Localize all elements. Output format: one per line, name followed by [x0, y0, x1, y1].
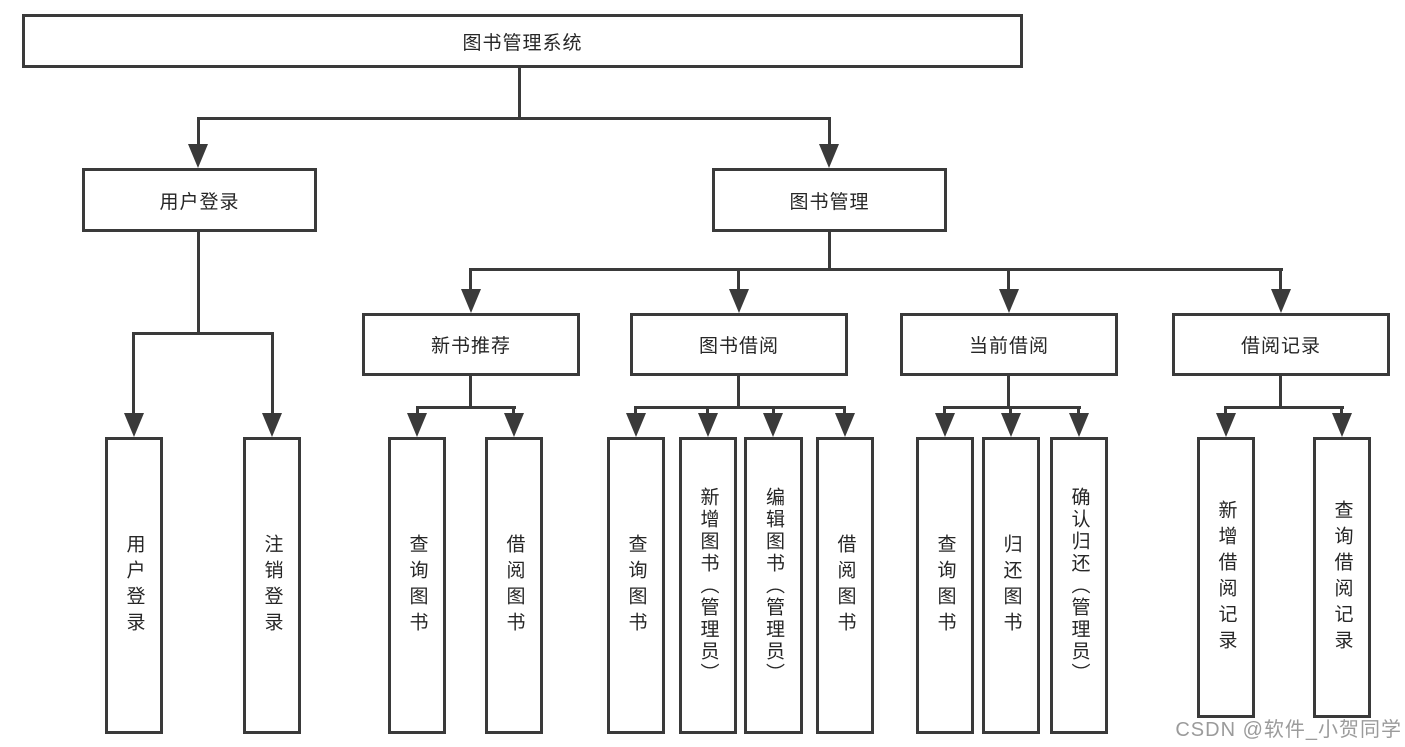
- arrow-down-icon: [999, 289, 1019, 313]
- edge-borrow-records-stem: [1279, 376, 1282, 408]
- edge-leaf-stem: [416, 409, 419, 415]
- edge-to-borrow-records: [1279, 271, 1282, 291]
- edge-leaf-stem: [634, 409, 637, 415]
- arrow-down-icon: [626, 413, 646, 437]
- leaf-label: 借阅图书: [834, 533, 856, 638]
- edge-current-borrow-stem: [1007, 376, 1010, 408]
- node-current-borrow: 当前借阅: [900, 313, 1118, 376]
- edge-to-login-leaf: [132, 335, 135, 415]
- leaf-label: 查询图书: [625, 533, 647, 638]
- edge-leaf-stem: [706, 409, 709, 415]
- arrow-down-icon: [1216, 413, 1236, 437]
- node-user-login: 用户登录: [82, 168, 317, 232]
- node-root-label: 图书管理系统: [462, 32, 583, 54]
- edge-leaf-stem: [772, 409, 775, 415]
- edge-leaf-stem: [1224, 409, 1227, 415]
- node-leaf-edit-books-admin: 编辑图书（管理员）: [744, 437, 803, 734]
- leaf-label: 注销登录: [261, 533, 283, 638]
- edge-to-book-borrow: [737, 271, 740, 291]
- edge-leaf-stem: [1077, 409, 1080, 415]
- node-leaf-query-books: 查询图书: [916, 437, 974, 734]
- arrow-down-icon: [461, 289, 481, 313]
- edge-user-login-stem: [197, 232, 200, 334]
- edge-root-to-user-login: [197, 120, 200, 146]
- node-leaf-query-borrow-record: 查询借阅记录: [1313, 437, 1371, 718]
- arrow-down-icon: [1001, 413, 1021, 437]
- edge-new-book-recommend-branch: [416, 406, 516, 409]
- node-borrow-records-label: 借阅记录: [1240, 336, 1321, 357]
- edge-book-borrow-branch: [634, 406, 846, 409]
- node-leaf-confirm-return-admin: 确认归还（管理员）: [1050, 437, 1108, 734]
- edge-new-book-recommend-stem: [469, 376, 472, 408]
- edge-root-stem: [518, 68, 521, 117]
- edge-leaf-stem: [843, 409, 846, 415]
- leaf-label: 编辑图书（管理员）: [763, 486, 784, 685]
- arrow-down-icon: [262, 413, 282, 437]
- edge-to-current-borrow: [1007, 271, 1010, 291]
- edge-book-management-stem: [828, 232, 831, 270]
- leaf-label: 查询图书: [406, 533, 428, 638]
- arrow-down-icon: [504, 413, 524, 437]
- arrow-down-icon: [835, 413, 855, 437]
- watermark: CSDN @软件_小贺同学: [1175, 719, 1402, 741]
- node-leaf-add-books-admin: 新增图书（管理员）: [679, 437, 737, 734]
- edge-book-management-branch: [469, 268, 1283, 271]
- leaf-label: 借阅图书: [503, 533, 525, 638]
- arrow-down-icon: [763, 413, 783, 437]
- node-book-borrow: 图书借阅: [630, 313, 848, 376]
- arrow-down-icon: [698, 413, 718, 437]
- arrow-down-icon: [819, 144, 839, 168]
- node-user-login-label: 用户登录: [159, 191, 240, 213]
- node-book-borrow-label: 图书借阅: [698, 336, 779, 357]
- arrow-down-icon: [188, 144, 208, 168]
- node-leaf-user-login: 用户登录: [105, 437, 163, 734]
- edge-leaf-stem: [943, 409, 946, 415]
- node-new-book-recommend: 新书推荐: [362, 313, 580, 376]
- leaf-label: 新增图书（管理员）: [697, 486, 719, 685]
- arrow-down-icon: [124, 413, 144, 437]
- edge-leaf-stem: [1009, 409, 1012, 415]
- node-current-borrow-label: 当前借阅: [968, 336, 1049, 357]
- leaf-label: 归还图书: [1000, 533, 1022, 638]
- node-leaf-logout: 注销登录: [243, 437, 301, 734]
- arrow-down-icon: [1069, 413, 1089, 437]
- node-leaf-query-books: 查询图书: [388, 437, 446, 734]
- node-leaf-borrow-books: 借阅图书: [485, 437, 543, 734]
- edge-current-borrow-branch: [943, 406, 1081, 409]
- edge-borrow-records-branch: [1224, 406, 1344, 409]
- arrow-down-icon: [729, 289, 749, 313]
- edge-leaf-stem: [1340, 409, 1343, 415]
- leaf-label: 查询图书: [934, 533, 956, 638]
- node-borrow-records: 借阅记录: [1172, 313, 1390, 376]
- edge-book-borrow-stem: [737, 376, 740, 408]
- node-book-management: 图书管理: [712, 168, 947, 232]
- edge-to-logout-leaf: [271, 335, 274, 415]
- edge-root-to-book-management: [828, 120, 831, 146]
- arrow-down-icon: [1271, 289, 1291, 313]
- edge-user-login-branch: [132, 332, 274, 335]
- arrow-down-icon: [1332, 413, 1352, 437]
- node-leaf-add-borrow-record: 新增借阅记录: [1197, 437, 1255, 718]
- node-root: 图书管理系统: [22, 14, 1023, 68]
- arrow-down-icon: [407, 413, 427, 437]
- leaf-label: 新增借阅记录: [1215, 499, 1237, 656]
- edge-root-branch: [197, 117, 831, 120]
- leaf-label: 确认归还（管理员）: [1068, 486, 1090, 685]
- node-leaf-return-books: 归还图书: [982, 437, 1040, 734]
- edge-leaf-stem: [512, 409, 515, 415]
- edge-to-new-book-recommend: [469, 271, 472, 291]
- node-new-book-recommend-label: 新书推荐: [430, 336, 511, 357]
- arrow-down-icon: [935, 413, 955, 437]
- node-book-management-label: 图书管理: [789, 191, 870, 213]
- node-leaf-query-books: 查询图书: [607, 437, 665, 734]
- leaf-label: 查询借阅记录: [1331, 499, 1353, 656]
- leaf-label: 用户登录: [123, 533, 145, 638]
- node-leaf-borrow-books: 借阅图书: [816, 437, 874, 734]
